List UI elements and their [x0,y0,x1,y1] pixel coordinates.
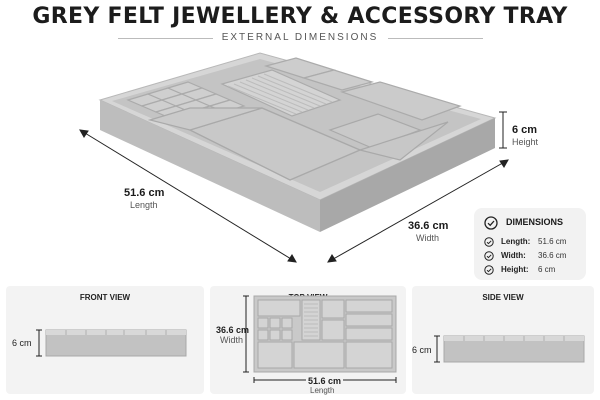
legend-title: DIMENSIONS [506,217,564,227]
front-view-height: 6 cm [12,338,32,348]
front-view-tray [36,329,187,357]
height-value: 6 cm [512,124,538,136]
tray-front-right-face [320,118,495,232]
height-arrow [499,111,507,149]
compartment-left-long [147,107,263,131]
legend-height-value: 6 cm [538,265,556,274]
page-subtitle: EXTERNAL DIMENSIONS [221,32,379,43]
subtitle-divider-left [118,38,213,39]
legend-width-value: 36.6 cm [538,251,567,260]
top-view-width-label: Width [220,335,244,345]
tray-front-left-face [100,100,320,232]
width-arrow [327,159,509,263]
side-view-title: SIDE VIEW [482,293,524,302]
front-view-panel: FRONT VIEW 6 cm [6,286,204,394]
top-view-length-label: Length [310,386,335,395]
top-view-width-value: 36.6 cm [216,325,250,335]
front-view-title: FRONT VIEW [79,293,131,302]
side-view-panel: SIDE VIEW 6 cm [412,286,594,394]
top-view-length-value: 51.6 cm [306,376,344,386]
legend-length-label: Length: [501,237,531,246]
check-circle-icon [484,216,498,230]
compartment-top-right-2 [301,69,375,91]
length-label: Length [130,200,158,210]
compartment-right-long [339,81,462,121]
width-label: Width [416,233,440,243]
page-title: GREY FELT JEWELLERY & ACCESSORY TRAY [32,4,568,29]
legend-height-label: Height: [501,265,529,274]
compartment-right-front-1 [328,113,422,149]
subtitle-divider-right [388,38,483,39]
legend-length-value: 51.6 cm [538,237,567,246]
check-icon [484,251,494,261]
top-view-panel: TOP VIEW 3 [210,286,406,395]
ring-roll-section [220,69,342,117]
side-view-height: 6 cm [412,345,432,355]
ring-rolls [227,73,333,115]
width-value: 36.6 cm [408,220,449,232]
height-label: Height [512,137,539,147]
length-arrow [79,129,297,263]
check-icon [484,265,494,275]
dimensions-legend: DIMENSIONS Length: 51.6 cm Width: 36.6 c… [474,208,586,280]
side-view-tray [434,335,585,363]
check-icon [484,237,494,247]
length-value: 51.6 cm [124,187,165,199]
compartment-right-front-2 [357,121,449,161]
legend-width-label: Width: [501,251,526,260]
top-view-tray [243,295,397,383]
